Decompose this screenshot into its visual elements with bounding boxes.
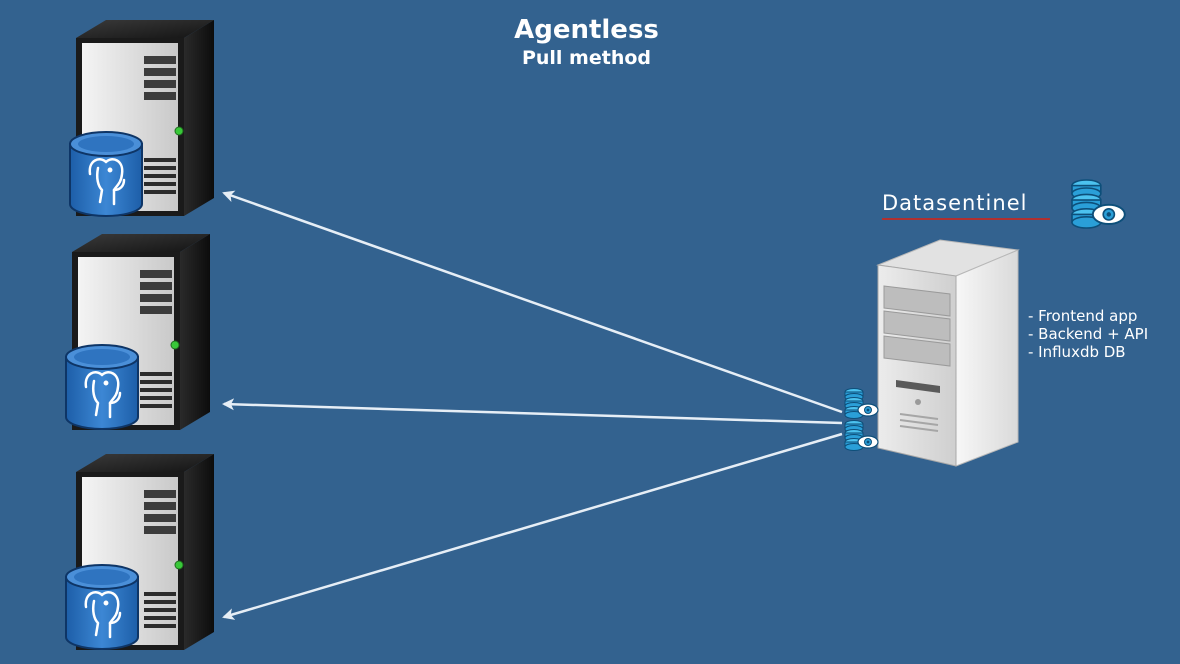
vent-slots bbox=[899, 413, 939, 432]
central-server-features: - Frontend app - Backend + API - Influxd… bbox=[1028, 307, 1148, 361]
feature-item-frontend: - Frontend app bbox=[1028, 307, 1138, 325]
diagram-header: Agentless Pull method bbox=[0, 14, 1173, 70]
monitored-server-1 bbox=[68, 19, 215, 218]
datasentinel-collector-icon bbox=[844, 419, 879, 452]
diagram-subtitle: Pull method bbox=[521, 47, 652, 69]
pull-arrow-middle bbox=[222, 398, 843, 425]
postgresql-database-icon bbox=[64, 563, 140, 651]
diagram-title: Agentless bbox=[514, 15, 659, 45]
central-server bbox=[876, 239, 1020, 467]
pull-arrow-bottom bbox=[222, 432, 843, 620]
drive-bays bbox=[883, 285, 951, 367]
drive-slot bbox=[896, 380, 940, 393]
feature-item-backend: - Backend + API bbox=[1028, 325, 1149, 343]
feature-item-influxdb: - Influxdb DB bbox=[1028, 343, 1126, 361]
brand-underline bbox=[882, 218, 1050, 220]
postgresql-database-icon bbox=[68, 130, 144, 218]
pull-arrow-top bbox=[222, 190, 843, 414]
datasentinel-collector-icon bbox=[844, 387, 879, 420]
postgresql-database-icon bbox=[64, 343, 140, 431]
database-eye-icon bbox=[1071, 179, 1126, 229]
monitored-server-3 bbox=[64, 453, 215, 651]
central-server-side bbox=[955, 249, 1019, 467]
power-button bbox=[915, 399, 921, 405]
brand-name: Datasentinel bbox=[882, 191, 1028, 215]
monitored-server-2 bbox=[64, 233, 211, 431]
